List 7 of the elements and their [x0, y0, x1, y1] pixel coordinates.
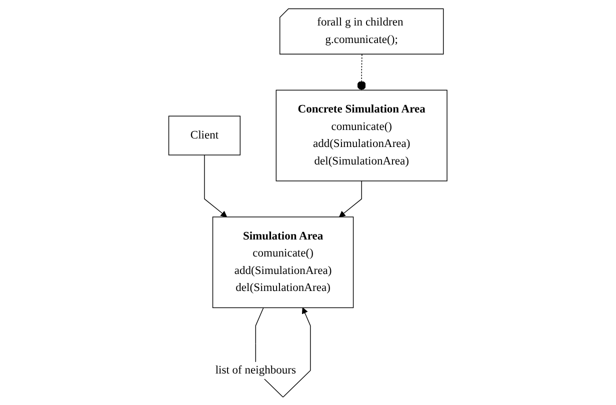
node-box: Simulation Area comunicate() add(SimulationArea) del(SimulationArea) — [212, 216, 354, 308]
node-box: Client — [168, 115, 241, 155]
node-box: Concrete Simulation Area comunicate() add(SimulationArea) del(SimulationArea) — [276, 89, 448, 181]
connector — [357, 54, 366, 90]
arrow — [339, 180, 362, 217]
edge-label: list of neighbours — [215, 363, 296, 376]
arrow — [204, 154, 228, 217]
